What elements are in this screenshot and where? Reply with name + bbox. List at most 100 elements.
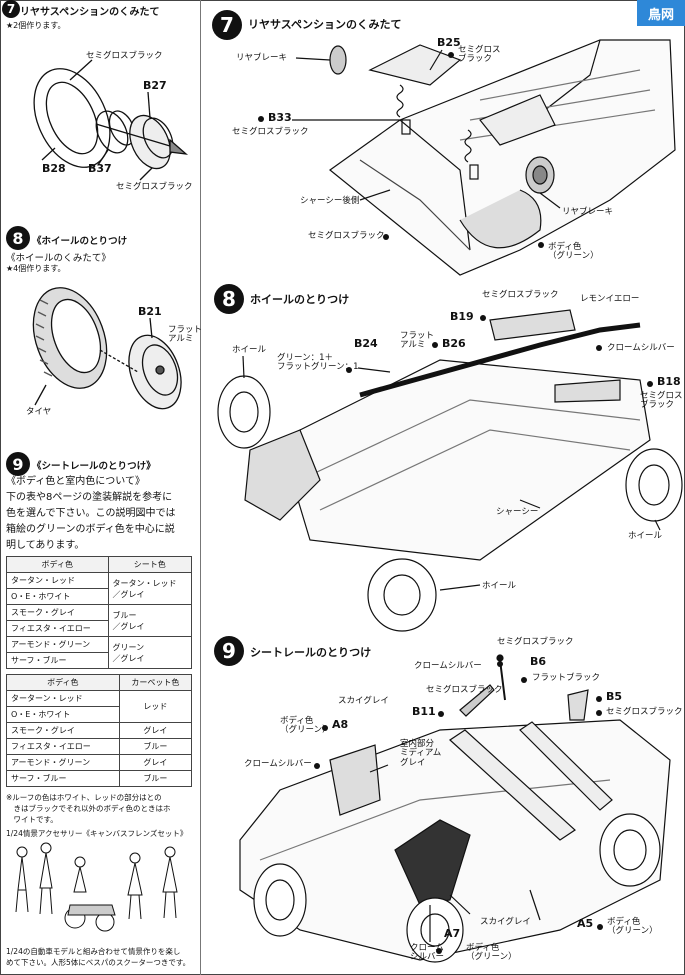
paint-dot — [596, 696, 602, 702]
label-a8: A8 — [332, 718, 349, 731]
tire-wheel-drawing — [32, 287, 182, 410]
label-body-color-step9-2: ボディ色 （グリーン） — [607, 917, 658, 937]
label-wheel-3: ホイール — [482, 581, 517, 591]
site-watermark-logo: 鳥网 — [637, 0, 685, 26]
paint-dot — [258, 116, 264, 122]
step8-title: ホイールのとりつけ — [250, 293, 350, 306]
label-flat-black: フラットブラック — [532, 673, 601, 683]
label-flat-aluminum-step8: フラット アルミ — [400, 331, 435, 351]
accessory-text: 1/24の自動車モデルと組み合わせて情景作りを楽し めて下さい。人形5体にベスパ… — [6, 947, 191, 967]
label-b11: B11 — [412, 705, 436, 718]
step-7-left-number-partial: 7 — [2, 0, 20, 18]
label-green-mix: グリーン：1＋ フラットグリーン：1 — [277, 353, 359, 373]
label-wheel-2: ホイール — [628, 531, 663, 541]
color-table-carpet: ボディ色 カーペット色 ターターン・レッド レッド O・E・ホワイト スモーク・… — [6, 674, 193, 787]
label-body-color-step7: ボディ色 （グリーン） — [548, 242, 599, 262]
paint-dot — [322, 725, 328, 731]
label-wheel-1: ホイール — [232, 345, 267, 355]
table1-cell: グリーン ／グレイ — [107, 636, 192, 669]
color-table-seat: ボディ色 シート色 タータン・レッド タータン・レッド ／グレイ O・E・ホワイ… — [6, 556, 192, 669]
label-b28: B28 — [42, 162, 66, 175]
table1-cell: ブルー ／グレイ — [107, 604, 192, 637]
figure-set-drawing — [15, 842, 178, 932]
label-b33: B33 — [268, 111, 292, 124]
label-chassis: シャーシー — [496, 507, 539, 517]
label-chassis-rear: シャーシー後側 — [300, 196, 360, 206]
left-step9-body: 《ボディ色と室内色について》 下の表や8ページの塗装解説を参考に 色を選んで下さ… — [6, 476, 176, 551]
left-step9-title: 《シートレールのとりつけ》 — [32, 461, 156, 472]
step-7-number: 7 — [212, 10, 242, 40]
paint-dot — [521, 677, 527, 683]
label-b19: B19 — [450, 310, 474, 323]
step9-title: シートレールのとりつけ — [250, 646, 372, 659]
label-semigloss-black-step9-1: セミグロスブラック — [497, 637, 574, 647]
table1-header-body: ボディ色 — [6, 556, 109, 573]
label-chrome-silver-step9-2: クロームシルバー — [244, 759, 312, 769]
paint-dot — [383, 234, 389, 240]
label-chrome-silver-step9-1: クロームシルバー — [414, 661, 482, 671]
label-body-color-step9-1: ボディ色 （グリーン） — [280, 716, 331, 736]
label-semigloss-black-step9-3: セミグロスブラック — [606, 707, 683, 717]
table2-cell: レッド — [118, 690, 193, 723]
paint-dot — [647, 381, 653, 387]
label-body-color-step9-3: ボディ色 （グリーン） — [466, 943, 517, 963]
label-a7: A7 — [444, 927, 461, 940]
label-semigloss-black-b: セミグロスブラック — [232, 127, 309, 137]
label-b5: B5 — [606, 690, 623, 703]
paint-dot — [436, 948, 442, 954]
label-semigloss-black-step8-2: セミグロス ブラック — [640, 391, 683, 411]
paint-dot — [538, 242, 544, 248]
label-semigloss-black-2: セミグロスブラック — [116, 182, 193, 192]
label-b25: B25 — [437, 36, 461, 49]
label-b18: B18 — [657, 375, 681, 388]
label-semigloss-black-a: セミグロス ブラック — [458, 45, 501, 65]
paint-dot — [597, 924, 603, 930]
paint-dot — [438, 711, 444, 717]
left-step8-subtitle: 《ホイールのくみたて》 — [6, 253, 111, 264]
paint-dot — [596, 710, 602, 716]
label-interior-medium-gray: 室内部分 ミディアム グレイ — [400, 739, 442, 768]
label-b21: B21 — [138, 305, 162, 318]
left-step8-note: ★4個作ります。 — [6, 264, 66, 273]
label-a5: A5 — [577, 917, 594, 930]
paint-dot — [596, 345, 602, 351]
table2-header-body: ボディ色 — [6, 674, 120, 691]
label-b27: B27 — [143, 79, 167, 92]
step-8-number: 8 — [214, 284, 244, 314]
label-b24: B24 — [354, 337, 378, 350]
table1-header-seat: シート色 — [107, 556, 192, 573]
paint-dot — [432, 342, 438, 348]
label-semigloss-black-step9-2: セミグロスブラック — [426, 685, 503, 695]
table2-cell: ブルー — [118, 770, 193, 787]
label-rear-brake-1: リヤブレーキ — [236, 53, 288, 63]
column-divider — [200, 0, 201, 975]
left-step9-footnote: ※ルーフの色はホワイト、レッドの部分はとの きはブラックでそれ以外のボディ色のと… — [6, 793, 171, 824]
step-8-left-number: 8 — [6, 226, 30, 250]
paint-dot — [497, 661, 503, 667]
label-rear-brake-2: リヤブレーキ — [562, 207, 614, 217]
table1-cell: タータン・レッド ／グレイ — [107, 572, 192, 605]
paint-dot — [346, 367, 352, 373]
paint-dot — [480, 315, 486, 321]
left-top-note: ★2個作ります。 — [6, 21, 66, 30]
label-b6: B6 — [530, 655, 547, 668]
label-b37: B37 — [88, 162, 112, 175]
label-tire: タイヤ — [26, 407, 52, 417]
paint-dot — [448, 52, 454, 58]
rear-axle-assembly-drawing — [33, 59, 189, 181]
label-semigloss-black-step8: セミグロスブラック — [482, 290, 559, 300]
label-flat-aluminum-left: フラット アルミ — [168, 325, 203, 345]
rear-suspension-chassis-drawing — [292, 39, 676, 276]
label-semigloss-black-c: セミグロスブラック — [308, 231, 385, 241]
left-top-title: リヤサスペンションのくみたて — [20, 7, 160, 18]
label-b26: B26 — [442, 337, 466, 350]
step7-title: リヤサスペンションのくみたて — [248, 18, 402, 31]
accessory-title: 1/24情景アクセサリー《キャンバスフレンズセット》 — [6, 829, 188, 838]
step-9-left-number: 9 — [6, 452, 30, 476]
label-lemon-yellow: レモンイエロー — [580, 294, 640, 304]
wheel-install-chassis-drawing — [217, 309, 683, 632]
label-chrome-silver-step8: クロームシルバー — [607, 343, 675, 353]
left-step8-title: 《ホイールのとりつけ — [32, 236, 128, 247]
table2-header-carpet: カーペット色 — [118, 674, 193, 691]
